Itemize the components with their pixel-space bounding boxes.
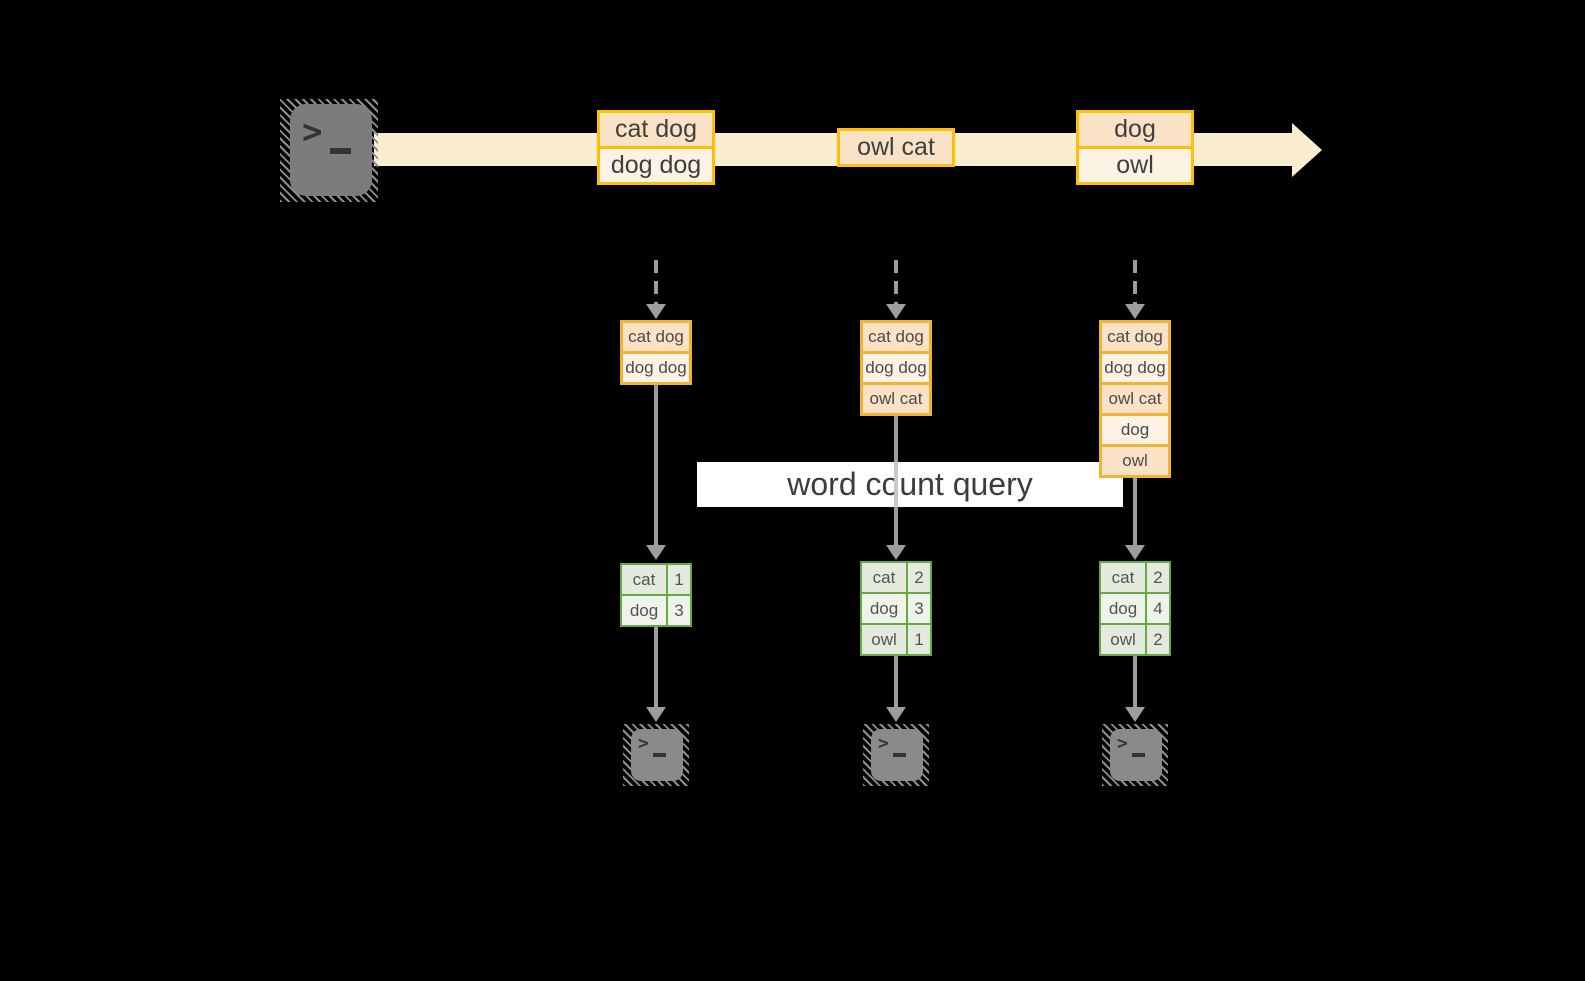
- input-row: dog dog: [623, 351, 689, 382]
- dashed-arrowhead-1: [646, 304, 666, 319]
- input-stack-1: cat dog dog dog: [620, 320, 692, 385]
- count-cell: 2: [1147, 625, 1169, 654]
- stream-event-row: dog dog: [600, 146, 712, 182]
- input-row: dog: [1102, 413, 1168, 444]
- count-cell: 3: [908, 594, 930, 623]
- table-row: cat 2: [1101, 563, 1169, 592]
- word-cell: cat: [1101, 563, 1147, 592]
- table-row: cat 2: [862, 563, 930, 592]
- result-table-1: cat 1 dog 3: [620, 563, 692, 627]
- terminal-cursor-icon: [330, 148, 351, 154]
- output-terminal-icon-1: >: [631, 729, 683, 781]
- terminal-prompt-icon: >: [878, 733, 889, 754]
- table-row: owl 1: [862, 623, 930, 654]
- terminal-cursor-icon: [893, 753, 906, 757]
- input-row: owl: [1102, 444, 1168, 475]
- output-arrow-1: [654, 627, 658, 707]
- dashed-arrow-2: [894, 260, 898, 304]
- source-terminal-icon: >: [290, 104, 372, 196]
- terminal-prompt-icon: >: [302, 112, 323, 152]
- word-cell: cat: [622, 565, 668, 594]
- count-cell: 1: [908, 625, 930, 654]
- table-row: cat 1: [622, 565, 690, 594]
- input-row: dog dog: [1102, 351, 1168, 382]
- output-arrowhead-1: [646, 707, 666, 722]
- input-row: cat dog: [863, 323, 929, 351]
- word-cell: owl: [1101, 625, 1147, 654]
- stream-event-row: cat dog: [600, 113, 712, 146]
- query-arrowhead-2: [886, 545, 906, 560]
- terminal-cursor-icon: [653, 753, 666, 757]
- count-cell: 4: [1147, 594, 1169, 623]
- word-cell: dog: [1101, 594, 1147, 623]
- count-cell: 3: [668, 596, 690, 625]
- dashed-arrow-1: [654, 260, 658, 304]
- output-terminal-icon-2: >: [871, 729, 923, 781]
- dashed-arrow-3: [1133, 260, 1137, 304]
- output-arrowhead-2: [886, 707, 906, 722]
- input-stack-3: cat dog dog dog owl cat dog owl: [1099, 320, 1171, 478]
- word-cell: cat: [862, 563, 908, 592]
- count-cell: 2: [1147, 563, 1169, 592]
- stream-event-row: owl: [1079, 146, 1191, 182]
- query-arrow-3: [1133, 478, 1137, 545]
- stream-event-row: dog: [1079, 113, 1191, 146]
- stream-event-2: owl cat: [837, 128, 955, 167]
- stream-event-row: owl cat: [840, 131, 952, 164]
- query-arrowhead-3: [1125, 545, 1145, 560]
- query-arrowhead-1: [646, 545, 666, 560]
- dashed-arrowhead-3: [1125, 304, 1145, 319]
- count-cell: 1: [668, 565, 690, 594]
- table-row: dog 3: [862, 592, 930, 623]
- result-table-2: cat 2 dog 3 owl 1: [860, 561, 932, 656]
- terminal-prompt-icon: >: [1117, 733, 1128, 754]
- output-arrowhead-3: [1125, 707, 1145, 722]
- table-row: owl 2: [1101, 623, 1169, 654]
- output-arrow-2: [894, 656, 898, 707]
- query-arrow-1: [654, 385, 658, 545]
- count-cell: 2: [908, 563, 930, 592]
- input-row: cat dog: [1102, 323, 1168, 351]
- input-row: owl cat: [1102, 382, 1168, 413]
- input-row: cat dog: [623, 323, 689, 351]
- output-arrow-3: [1133, 656, 1137, 707]
- query-arrow-through-banner: [894, 462, 898, 507]
- table-row: dog 3: [622, 594, 690, 625]
- terminal-cursor-icon: [1132, 753, 1145, 757]
- table-row: dog 4: [1101, 592, 1169, 623]
- word-cell: dog: [862, 594, 908, 623]
- word-cell: dog: [622, 596, 668, 625]
- input-row: dog dog: [863, 351, 929, 382]
- word-cell: owl: [862, 625, 908, 654]
- query-banner: word count query: [697, 462, 1123, 507]
- terminal-prompt-icon: >: [638, 733, 649, 754]
- stream-event-1: cat dog dog dog: [597, 110, 715, 185]
- dashed-arrowhead-2: [886, 304, 906, 319]
- input-stack-2: cat dog dog dog owl cat: [860, 320, 932, 416]
- stream-event-3: dog owl: [1076, 110, 1194, 185]
- result-table-3: cat 2 dog 4 owl 2: [1099, 561, 1171, 656]
- output-terminal-icon-3: >: [1110, 729, 1162, 781]
- input-row: owl cat: [863, 382, 929, 413]
- stream-arrowhead-icon: [1292, 123, 1322, 177]
